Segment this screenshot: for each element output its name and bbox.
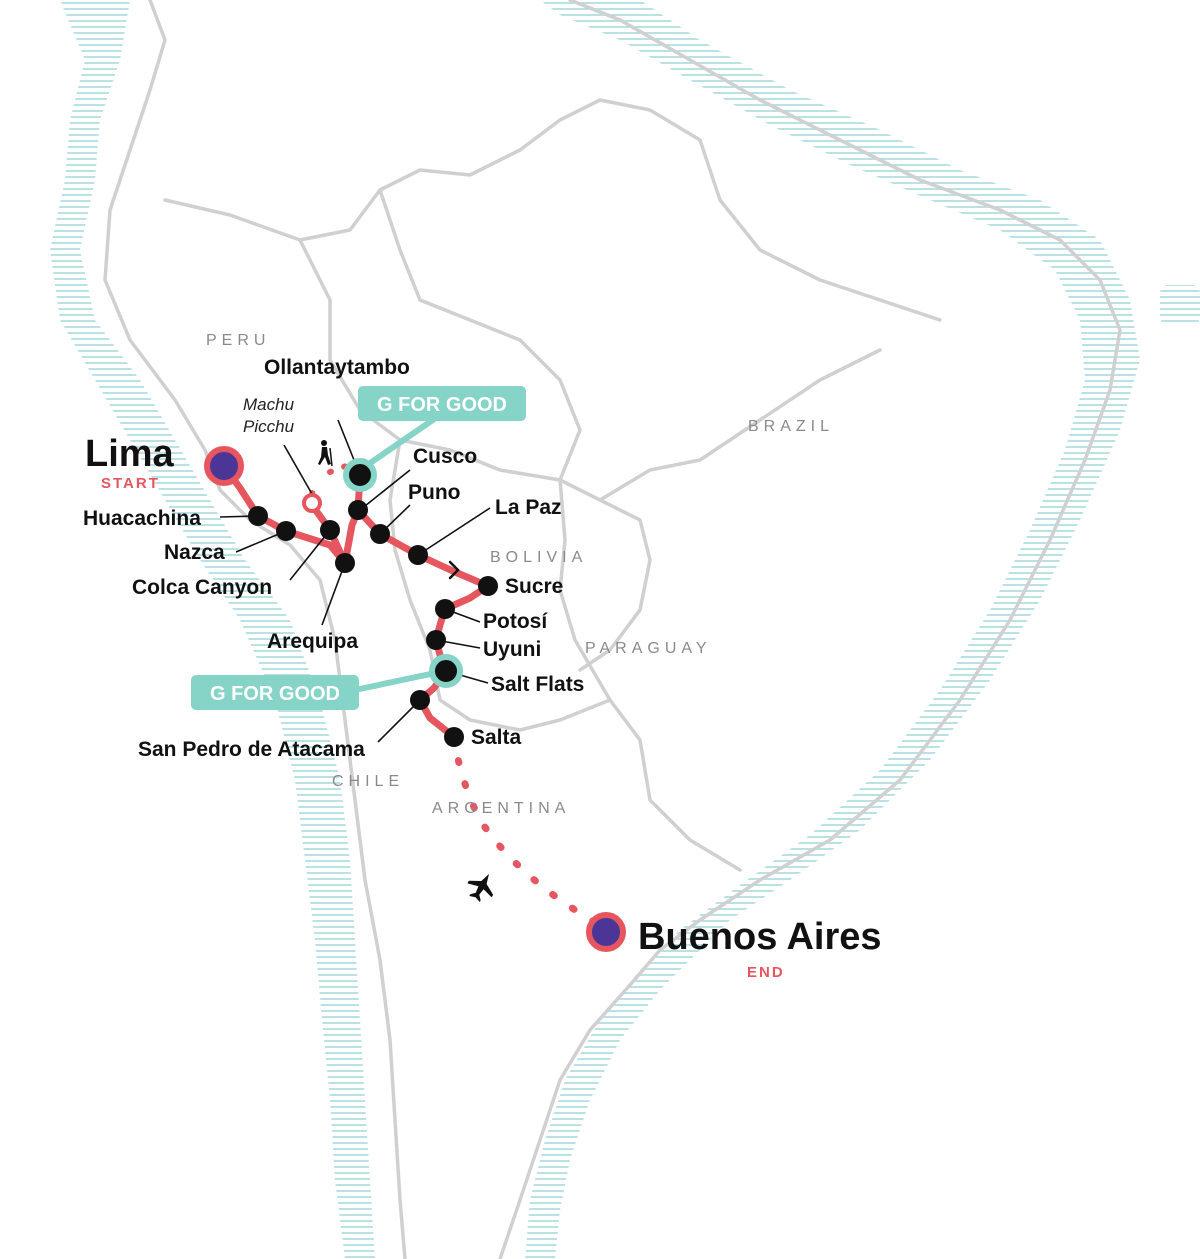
route-dotted-machu-picchu (309, 463, 349, 497)
hiker-icon (318, 440, 333, 467)
stop-salta[interactable] (444, 727, 464, 747)
label-uyuni: Uyuni (483, 638, 541, 661)
label-huacachina: Huacachina (83, 507, 201, 530)
endpoint-buenos-aires[interactable] (586, 912, 626, 952)
g-for-good-connector-peru (357, 412, 443, 473)
g-for-good-badge-bolivia[interactable]: G FOR GOOD (191, 675, 359, 710)
stop-arequipa[interactable] (335, 553, 355, 573)
continent-outline (103, 0, 1122, 1259)
stop-colca-canyon[interactable] (320, 520, 340, 540)
country-label-argentina: ARGENTINA (432, 800, 570, 817)
stop-sucre[interactable] (478, 576, 498, 596)
country-label-peru: PERU (206, 332, 270, 349)
route-flight-salta-buenos-aires (450, 733, 604, 929)
svg-text:G FOR GOOD: G FOR GOOD (210, 683, 340, 705)
country-borders (103, 0, 1122, 1259)
label-arequipa: Arequipa (267, 630, 358, 653)
stop-machu-picchu[interactable] (302, 493, 322, 513)
label-puno: Puno (408, 481, 461, 504)
stop-san-pedro[interactable] (410, 690, 430, 710)
label-sucre: Sucre (505, 575, 563, 598)
label-la-paz: La Paz (495, 496, 562, 519)
country-label-chile: CHILE (332, 773, 404, 790)
stop-nazca[interactable] (276, 521, 296, 541)
stop-uyuni[interactable] (426, 630, 446, 650)
label-colca-canyon: Colca Canyon (132, 576, 272, 599)
stop-huacachina[interactable] (248, 506, 268, 526)
g-for-good-badge-peru[interactable]: G FOR GOOD (358, 386, 526, 421)
country-label-paraguay: PARAGUAY (585, 640, 712, 657)
label-cusco: Cusco (413, 445, 477, 468)
stop-puno[interactable] (370, 524, 390, 544)
label-picchu: Picchu (243, 417, 295, 436)
border-lines (163, 98, 942, 872)
coastline-hatching (50, 0, 1200, 1259)
stop-la-paz[interactable] (408, 545, 428, 565)
country-label-brazil: BRAZIL (748, 418, 834, 435)
stop-salt-flats[interactable] (429, 654, 463, 688)
label-start: START (101, 475, 160, 492)
label-nazca: Nazca (164, 541, 225, 564)
label-potosi: Potosí (483, 610, 548, 633)
label-end: END (747, 964, 785, 981)
g-for-good-connector-bolivia (352, 669, 443, 693)
label-lima: Lima (85, 433, 175, 475)
label-machu: Machu (243, 395, 295, 414)
endpoint-lima[interactable] (204, 446, 244, 486)
country-label-bolivia: BOLIVIA (490, 549, 587, 566)
label-ollantaytambo: Ollantaytambo (264, 356, 410, 379)
svg-text:G FOR GOOD: G FOR GOOD (377, 394, 507, 416)
stop-ollantaytambo[interactable] (343, 458, 377, 492)
label-buenos-aires: Buenos Aires (638, 916, 882, 958)
stop-cusco[interactable] (348, 500, 368, 520)
stop-potosi[interactable] (435, 599, 455, 619)
label-salta: Salta (471, 726, 522, 749)
bus-chevron-icon (448, 560, 460, 580)
label-salt-flats: Salt Flats (491, 673, 584, 696)
airplane-icon (467, 873, 494, 902)
label-san-pedro: San Pedro de Atacama (138, 738, 365, 761)
